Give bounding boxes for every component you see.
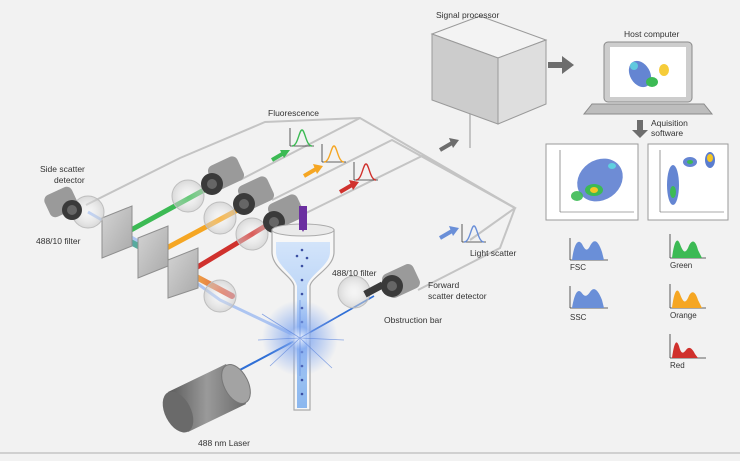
fluorescence-label: Fluorescence [268,108,319,118]
detector-icon [201,156,245,195]
side-filter-label: 488/10 filter [36,236,81,246]
histogram-label-green: Green [670,261,692,270]
detector-icon [233,176,275,215]
scatter-burst [257,300,345,376]
lens-icons [71,179,371,313]
detector-icon [44,186,82,220]
host-computer-label: Host computer [624,29,679,39]
signal-processor-label: Signal processor [436,10,499,20]
peak-icon [353,162,378,181]
acquisition-software-label-1: Aquisition [651,118,688,128]
forward-filter-label: 488/10 filter [332,268,377,278]
arrow-icon [438,138,459,152]
detector-icon [381,264,420,298]
acquisition-software-label-2: software [651,128,683,138]
peak-icon [289,128,314,147]
side-scatter-detector-label-2: detector [54,175,85,185]
laser-icon [162,364,251,433]
histogram-label-fsc: FSC [570,263,586,272]
laser-label: 488 nm Laser [198,438,250,448]
peak-icon [321,144,346,163]
signal-processor-icon [430,15,548,125]
histogram-red [669,334,706,359]
peak-icon [461,224,486,243]
histogram-fsc [569,238,608,261]
scatter-plot-fsc-ssc [545,143,639,221]
laptop-icon [582,41,714,115]
forward-scatter-detector-label-2: scatter detector [428,291,487,301]
arrow-icon [438,226,459,240]
arrow-icon [270,150,290,162]
histogram-orange [669,284,706,309]
obstruction-bar [363,281,385,298]
dichroic-mirror-icon [101,205,199,299]
obstruction-bar-label: Obstruction bar [384,315,442,325]
histogram-label-orange: Orange [670,311,697,320]
arrow-icon [302,164,323,178]
light-scatter-label: Light scatter [470,248,516,258]
signal-wires [85,100,517,291]
forward-scatter-detector-label-1: Forward [428,280,459,290]
arrow-icon [338,180,359,194]
scatter-plot-fluorescence [647,143,729,221]
side-scatter-detector-label-1: Side scatter [40,164,85,174]
detector-icon [263,194,305,233]
dot-plot-icon [628,60,669,88]
histogram-ssc [569,286,608,309]
histogram-label-ssc: SSC [570,313,587,322]
arrow-icon [632,120,648,138]
histogram-label-red: Red [670,361,685,370]
arrow-icon [548,56,574,74]
histogram-green [669,234,706,259]
